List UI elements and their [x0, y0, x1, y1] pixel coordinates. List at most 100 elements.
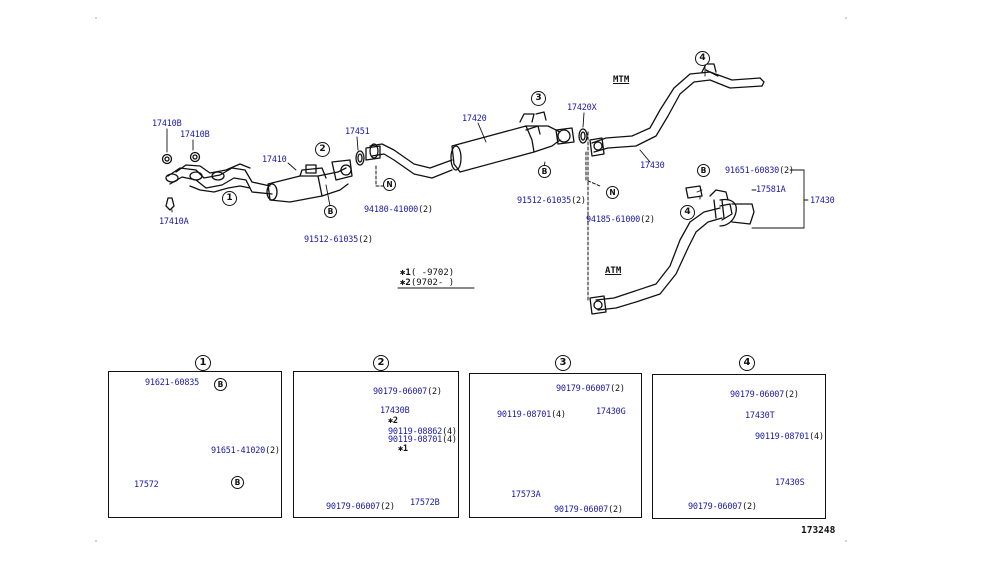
- part-number: 90119-08862: [388, 427, 443, 437]
- part-number: 90179-06007: [554, 505, 609, 515]
- part-number: 90179-06007: [556, 384, 611, 394]
- tag-b: B: [538, 165, 551, 178]
- p2-label-90119-08862: 90119-08862(4): [388, 427, 457, 437]
- p4-label-17430t: 17430T: [745, 411, 775, 421]
- p2-star-2: ✱2: [388, 416, 398, 426]
- p1-label-17572: 17572: [134, 480, 159, 490]
- part-label-94180: 94180-41000(2): [364, 205, 433, 215]
- panel-3-number: 3: [555, 355, 571, 371]
- part-number: 91651-60830: [725, 166, 780, 176]
- p3-label-17573a: 17573A: [511, 490, 541, 500]
- part-label-91651-60830: 91651-60830(2): [725, 166, 794, 176]
- quantity: (2): [784, 390, 799, 400]
- note-star-1: ✱1( -9702): [400, 268, 454, 278]
- callout-4-atm: 4: [680, 205, 695, 220]
- quantity: (4): [809, 432, 824, 442]
- panel-1-number: 1: [195, 355, 211, 371]
- p2-label-90119-08701: 90119-08701(4): [388, 435, 457, 445]
- quantity: (2): [427, 387, 442, 397]
- note-range: ( -9702): [410, 268, 455, 278]
- part-number: 90119-08701: [755, 432, 810, 442]
- p2-star-1: ✱1: [398, 444, 408, 454]
- part-number: 94185-61000: [586, 215, 641, 225]
- quantity: (4): [442, 427, 457, 437]
- panel-2-number: 2: [373, 355, 389, 371]
- p3-label-90179-bottom: 90179-06007(2): [554, 505, 623, 515]
- part-number: 90119-08701: [497, 410, 552, 420]
- quantity: (2): [610, 384, 625, 394]
- part-label-17420: 17420: [462, 114, 487, 124]
- mtm-label: MTM: [613, 75, 630, 85]
- part-number: 91512-61035: [304, 235, 359, 245]
- part-label-91512-a: 91512-61035(2): [304, 235, 373, 245]
- callout-1: 1: [222, 191, 237, 206]
- quantity: (4): [551, 410, 566, 420]
- part-number: 94180-41000: [364, 205, 419, 215]
- atm-label: ATM: [605, 266, 622, 276]
- tag-n: N: [606, 186, 619, 199]
- tail-pipe-atm-drawing: [589, 185, 755, 315]
- part-number: 90179-06007: [730, 390, 785, 400]
- p4-label-90179-top: 90179-06007(2): [730, 390, 799, 400]
- p3-label-90119-08701: 90119-08701(4): [497, 410, 566, 420]
- tag-b: B: [214, 378, 227, 391]
- note-symbol: ✱1: [400, 268, 411, 278]
- part-label-94185: 94185-61000(2): [586, 215, 655, 225]
- quantity: (2): [779, 166, 794, 176]
- part-label-91512-b: 91512-61035(2): [517, 196, 586, 206]
- part-number: 90119-08701: [388, 435, 443, 445]
- callout-4: 4: [695, 51, 710, 66]
- p3-label-90179-top: 90179-06007(2): [556, 384, 625, 394]
- tag-b: B: [697, 164, 710, 177]
- part-label-17410b-2: 17410B: [180, 130, 210, 140]
- panel-4-number: 4: [739, 355, 755, 371]
- quantity: (2): [380, 502, 395, 512]
- callout-2: 2: [315, 142, 330, 157]
- part-label-17410b: 17410B: [152, 119, 182, 129]
- quantity: (2): [640, 215, 655, 225]
- tail-pipe-mtm-drawing: [589, 63, 765, 157]
- note-star-2: ✱2(9702- ): [400, 278, 454, 288]
- part-label-17581a: 17581A: [756, 185, 786, 195]
- quantity: (2): [608, 505, 623, 515]
- p2-label-17572b: 17572B: [410, 498, 440, 508]
- part-label-17410: 17410: [262, 155, 287, 165]
- part-number: 91512-61035: [517, 196, 572, 206]
- part-number: 90179-06007: [688, 502, 743, 512]
- part-number: 90179-06007: [373, 387, 428, 397]
- figure-code: 173248: [801, 525, 836, 536]
- quantity: (2): [265, 446, 280, 456]
- quantity: (2): [571, 196, 586, 206]
- part-label-17451: 17451: [345, 127, 370, 137]
- p2-label-90179-top: 90179-06007(2): [373, 387, 442, 397]
- part-number: 91651-41020: [211, 446, 266, 456]
- detail-panel-4: [652, 374, 826, 519]
- callout-3: 3: [531, 91, 546, 106]
- part-label-17430-top: 17430: [640, 161, 665, 171]
- p4-label-90119-08701: 90119-08701(4): [755, 432, 824, 442]
- quantity: (2): [358, 235, 373, 245]
- note-symbol: ✱2: [400, 278, 411, 288]
- main-muffler-drawing: [450, 111, 575, 173]
- p2-label-90179-bottom: 90179-06007(2): [326, 502, 395, 512]
- detail-panel-3: [469, 373, 642, 518]
- quantity: (2): [742, 502, 757, 512]
- quantity: (2): [418, 205, 433, 215]
- part-label-17410a: 17410A: [159, 217, 189, 227]
- note-range: (9702- ): [410, 278, 455, 288]
- p1-label-91651-41020: 91651-41020(2): [211, 446, 280, 456]
- p4-label-17430s: 17430S: [775, 478, 805, 488]
- p3-label-17430g: 17430G: [596, 407, 626, 417]
- tag-n: N: [383, 178, 396, 191]
- front-pipe-drawing: [161, 151, 353, 211]
- tag-b: B: [324, 205, 337, 218]
- part-number: 90179-06007: [326, 502, 381, 512]
- p4-label-90179-bottom: 90179-06007(2): [688, 502, 757, 512]
- p1-label-91621: 91621-60835: [145, 378, 200, 388]
- part-label-17420x: 17420X: [567, 103, 597, 113]
- detail-panel-2: [293, 371, 459, 518]
- tag-b: B: [231, 476, 244, 489]
- p2-label-17430b: 17430B: [380, 406, 410, 416]
- leader-lines: [166, 63, 809, 229]
- center-pipe-drawing: [365, 143, 453, 179]
